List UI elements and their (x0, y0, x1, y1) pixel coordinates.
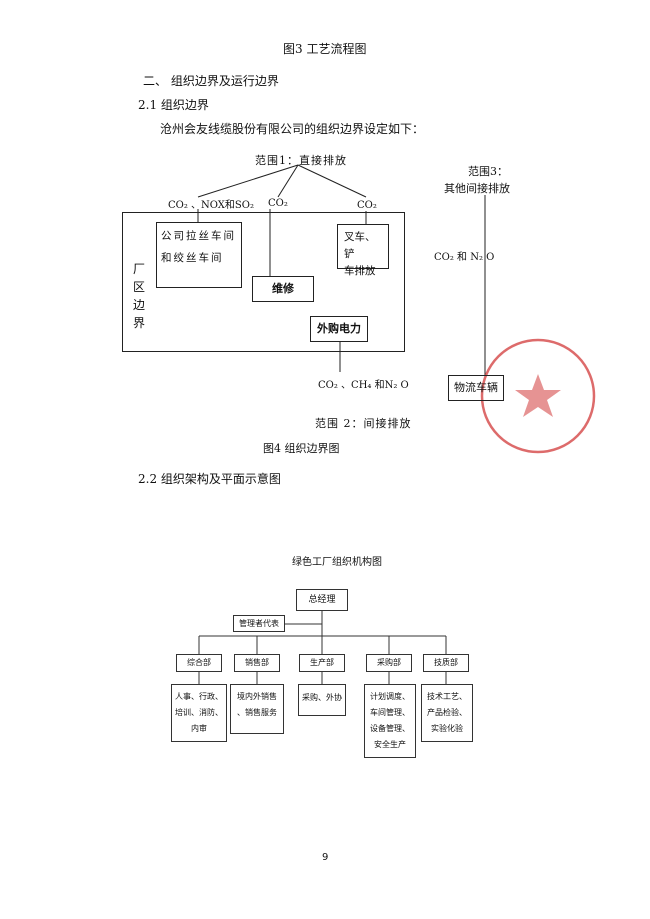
logistics-emissions-label: CO₂ 和 N₂ O (434, 252, 495, 263)
logistics-vehicle-box: 物流车辆 (448, 375, 504, 401)
page-number: 9 (322, 852, 329, 863)
duty-item: 设备管理、 (370, 724, 410, 733)
duty-item: 培训、消防、 (175, 708, 223, 717)
plant-boundary-box (122, 212, 405, 352)
section-2-1-heading: 2.1 组织边界 (138, 98, 209, 112)
repair-box: 维修 (252, 276, 314, 302)
emission-label-right: CO₂ (357, 200, 377, 211)
duties-box-general-affairs: 人事、行政、 培训、消防、 内审 (171, 684, 227, 742)
section-two-heading: 二、 组织边界及运行边界 (143, 74, 279, 88)
duty-item: 采购、外协 (302, 693, 342, 702)
duty-item: 计划调度、 (370, 692, 410, 701)
power-emissions-label: CO₂ 、CH₄ 和N₂ O (318, 380, 409, 391)
duty-item: 技术工艺、 (427, 692, 467, 701)
duty-item: 、销售服务 (237, 708, 277, 717)
dept-box-purchasing: 采购部 (366, 654, 412, 672)
duty-item: 人事、行政、 (175, 692, 223, 701)
scope-3-label-line1: 范围3： (468, 165, 508, 178)
workshop-label-line1: 公司拉丝车间 (161, 230, 236, 242)
duty-item: 产品检验、 (427, 708, 467, 717)
duties-box-purchasing: 计划调度、 车间管理、 设备管理、 安全生产 (364, 684, 416, 758)
management-representative-box: 管理者代表 (233, 615, 285, 632)
duty-item: 内审 (191, 724, 207, 733)
scope-1-label: 范围1：直接排放 (255, 154, 347, 167)
emission-label-left: CO₂ 、NOX和SO₂ (168, 200, 254, 211)
scope-3-label-line2: 其他间接排放 (444, 182, 510, 195)
duty-item: 安全生产 (374, 740, 406, 749)
section-2-2-heading: 2.2 组织架构及平面示意图 (138, 472, 281, 486)
workshop-label-line2: 和绞丝车间 (161, 252, 224, 264)
duty-item: 车间管理、 (370, 708, 410, 717)
forklift-box: 叉车、铲 车排放 (337, 224, 389, 277)
duties-box-sales: 境内外销售 、销售服务 (230, 684, 284, 734)
forklift-label-line2: 车排放 (344, 265, 376, 277)
duty-item: 实验化验 (431, 724, 463, 733)
company-seal-stamp (480, 338, 596, 454)
general-manager-box: 总经理 (296, 589, 348, 611)
emission-label-mid: CO₂ (268, 198, 288, 209)
forklift-label-line1: 叉车、铲 (344, 231, 376, 260)
org-chart-title: 绿色工厂组织机构图 (292, 557, 382, 568)
scope-2-label: 范围 2：间接排放 (315, 417, 412, 430)
purchased-power-box: 外购电力 (310, 316, 368, 342)
figure-3-caption: 图3 工艺流程图 (283, 42, 367, 56)
dept-box-production: 生产部 (299, 654, 345, 672)
dept-box-technology-quality: 技质部 (423, 654, 469, 672)
figure-4-caption: 图4 组织边界图 (263, 442, 340, 455)
dept-box-sales: 销售部 (234, 654, 280, 672)
plant-boundary-label: 厂区边界 (132, 262, 145, 330)
boundary-intro-text: 沧州会友线缆股份有限公司的组织边界设定如下： (160, 122, 425, 136)
workshop-box: 公司拉丝车间 和绞丝车间 (156, 222, 242, 288)
duties-box-technology-quality: 技术工艺、 产品检验、 实验化验 (421, 684, 473, 742)
duty-item: 境内外销售 (237, 692, 277, 701)
dept-box-general-affairs: 综合部 (176, 654, 222, 672)
duties-box-production: 采购、外协 (298, 684, 346, 716)
